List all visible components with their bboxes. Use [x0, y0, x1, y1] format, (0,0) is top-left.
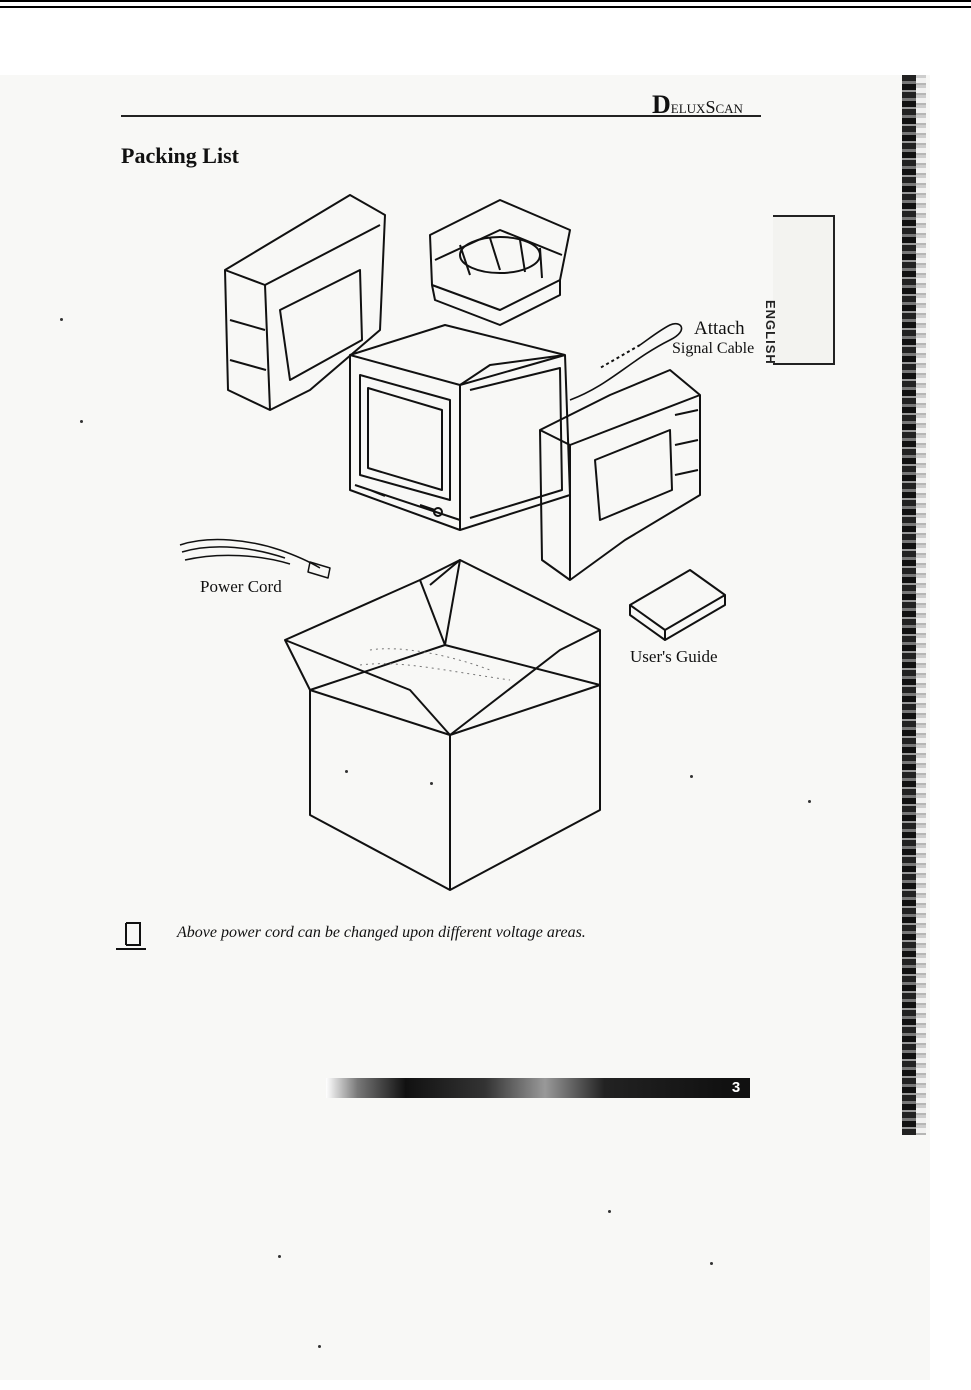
- scan-speck: [430, 782, 433, 785]
- users-guide-booklet: [630, 570, 725, 640]
- monitor: [350, 325, 570, 530]
- scan-speck: [278, 1255, 281, 1258]
- language-tab-label: ENGLISH: [763, 300, 778, 365]
- scan-speck: [80, 420, 83, 423]
- scan-speck: [345, 770, 348, 773]
- right-foam-insert: [540, 370, 700, 580]
- scan-speck: [710, 1262, 713, 1265]
- scan-speck: [690, 775, 693, 778]
- footer-bar: [326, 1078, 724, 1098]
- note-text: Above power cord can be changed upon dif…: [177, 924, 586, 942]
- page-edge-shadow-light: [916, 75, 926, 1135]
- page-number: 3: [722, 1078, 750, 1098]
- packing-illustration: [170, 190, 730, 900]
- scan-speck: [608, 1210, 611, 1213]
- label-power-cord: Power Cord: [200, 577, 282, 597]
- scan-speck: [808, 800, 811, 803]
- scan-speck: [60, 318, 63, 321]
- shipping-box: [285, 560, 600, 890]
- brand-rest: eluxScan: [671, 97, 743, 117]
- note-icon: [114, 919, 148, 951]
- scan-speck: [318, 1345, 321, 1348]
- label-attach: Attach: [694, 318, 745, 340]
- power-cord: [180, 540, 330, 578]
- page-edge-shadow: [902, 75, 916, 1135]
- label-signal-cable: Signal Cable: [672, 340, 754, 358]
- top-rule: [0, 0, 971, 8]
- page-title: Packing List: [121, 143, 239, 169]
- label-users-guide: User's Guide: [630, 647, 718, 667]
- header-rule: [121, 115, 761, 117]
- language-tab: [773, 215, 835, 365]
- top-foam-insert: [430, 200, 570, 325]
